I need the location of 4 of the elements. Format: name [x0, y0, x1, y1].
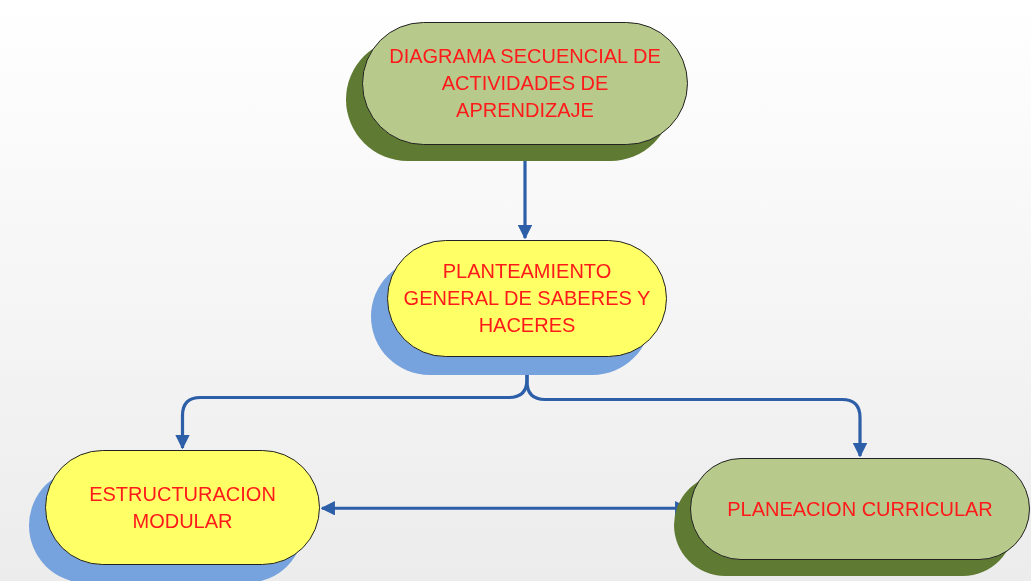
node-label: PLANTEAMIENTO GENERAL DE SABERES Y HACERES	[402, 259, 652, 338]
node-label: PLANEACION CURRICULAR	[727, 496, 993, 522]
node-label: ESTRUCTURACION MODULAR	[88, 481, 277, 534]
node-label: DIAGRAMA SECUENCIAL DE ACTIVIDADES DE APRENDIZAJE	[388, 44, 662, 123]
